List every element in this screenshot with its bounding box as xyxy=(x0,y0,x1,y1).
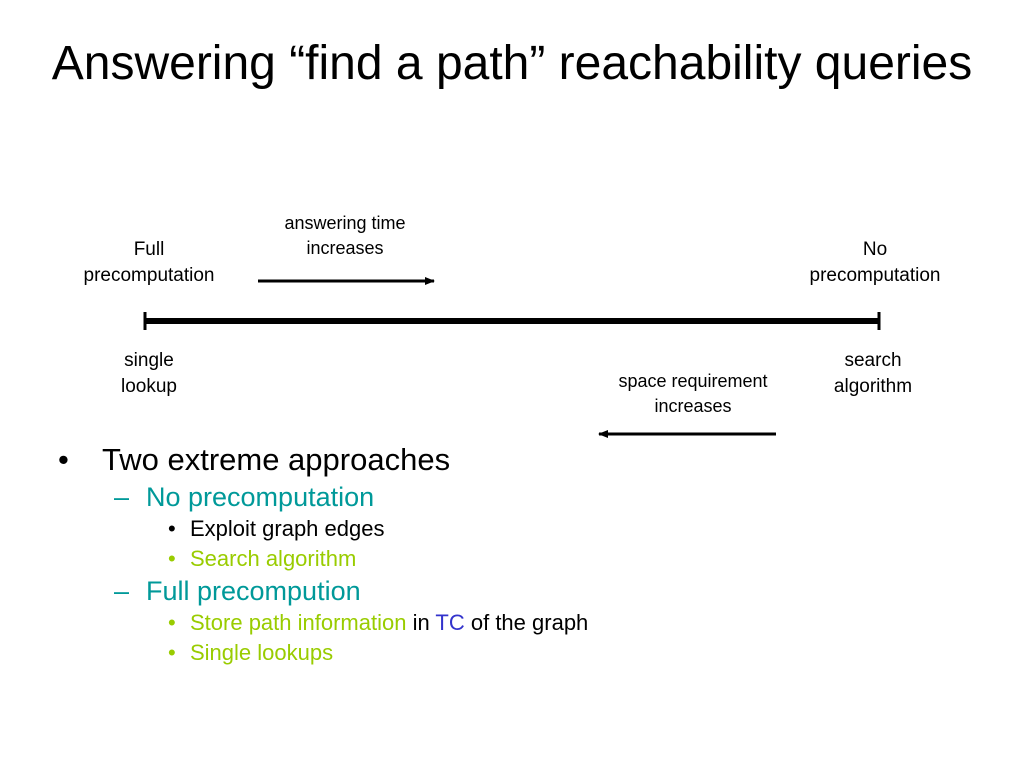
bullet-search-algorithm: • Search algorithm xyxy=(58,544,958,574)
bullet-full-precompution: – Full precompution xyxy=(58,574,958,608)
full-precomputation-label: Full precomputation xyxy=(83,239,215,286)
bullet-text: No precomputation xyxy=(146,482,375,512)
bullet-text: Two extreme approaches xyxy=(102,442,451,477)
tc-text: TC xyxy=(435,610,465,635)
answering-time-label: answering time increases xyxy=(284,213,406,258)
bullet-exploit-graph-edges: • Exploit graph edges xyxy=(58,514,958,544)
bullet-list: • Two extreme approaches – No precomputa… xyxy=(58,440,958,668)
space-requirement-label: space requirement increases xyxy=(618,371,768,416)
bullet-text: Search algorithm xyxy=(190,546,357,571)
of-graph-text: of the graph xyxy=(464,610,589,635)
bullet-marker: • xyxy=(58,442,69,477)
dash-marker: – xyxy=(114,482,130,512)
bullet-single-lookups: • Single lookups xyxy=(58,638,958,668)
in-text: in xyxy=(406,610,436,635)
bullet-text: Full precompution xyxy=(146,576,361,606)
bullet-two-extreme-approaches: • Two extreme approaches xyxy=(58,440,958,480)
bullet-marker: • xyxy=(168,546,176,571)
bullet-marker: • xyxy=(168,516,176,541)
no-precomputation-label: No precomputation xyxy=(809,239,941,286)
bullet-marker: • xyxy=(168,640,176,665)
bullet-marker: • xyxy=(168,610,176,635)
search-algorithm-label: search algorithm xyxy=(833,350,913,397)
bullet-text: Single lookups xyxy=(190,640,334,665)
single-lookup-label: single lookup xyxy=(121,350,177,397)
dash-marker: – xyxy=(114,576,130,606)
bullet-text: Exploit graph edges xyxy=(190,516,385,541)
slide-title: Answering “find a path” reachability que… xyxy=(51,37,973,90)
store-path-text: Store path information xyxy=(190,610,407,635)
bullet-store-path-information: • Store path information in TC of the gr… xyxy=(58,608,958,638)
bullet-no-precomputation: – No precomputation xyxy=(58,480,958,514)
